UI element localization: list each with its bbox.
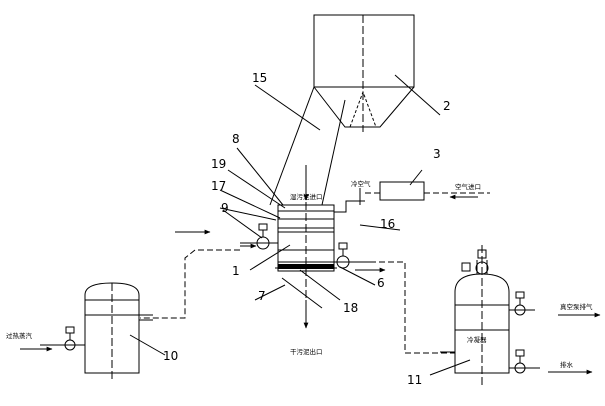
- air-inlet-label: 空气进口: [455, 182, 481, 191]
- part-9: 9: [221, 201, 229, 215]
- stream-labels: 湿污泥进口 干污泥出口 空气进口 冷空气 过热蒸汽 排水 真空泵排气 冷凝器: [6, 179, 593, 369]
- part-19: 19: [211, 157, 226, 171]
- storage-hopper: [313, 14, 415, 132]
- steam-line: [140, 249, 240, 319]
- air-pipe: [334, 181, 490, 213]
- leader-lines: [129, 74, 471, 376]
- bottom-grate: [278, 264, 334, 269]
- part-numbers: 2 15 8 19 17 9 1 3 16 6 18 7 10 11: [163, 71, 451, 387]
- part-15: 15: [252, 71, 267, 85]
- part-1: 1: [232, 264, 240, 278]
- feed-chute: [269, 86, 346, 206]
- superheated-steam-label: 过热蒸汽: [6, 331, 33, 340]
- discharge-plate: [281, 277, 323, 309]
- part-7: 7: [258, 289, 266, 303]
- part-8: 8: [232, 132, 240, 146]
- part-18: 18: [343, 301, 358, 315]
- dry-sludge-outlet-label: 干污泥出口: [290, 347, 323, 356]
- valve-6: [334, 242, 386, 273]
- part-10: 10: [163, 349, 178, 363]
- part-2: 2: [443, 99, 451, 113]
- part-11: 11: [407, 373, 422, 387]
- cold-air-label: 冷空气: [351, 179, 371, 188]
- part-6: 6: [377, 276, 385, 290]
- part-16: 16: [380, 217, 395, 231]
- part-3: 3: [433, 147, 441, 161]
- tank-11: [440, 245, 601, 385]
- condensate-outlet-label: 排水: [560, 360, 574, 369]
- wet-sludge-inlet-label: 湿污泥进口: [290, 192, 323, 201]
- part-17: 17: [211, 179, 226, 193]
- vacuum-exhaust-label: 真空泵排气: [560, 302, 593, 311]
- tank-10: [20, 282, 153, 380]
- valve-9: [175, 223, 278, 250]
- condenser-label: 冷凝器: [467, 335, 487, 344]
